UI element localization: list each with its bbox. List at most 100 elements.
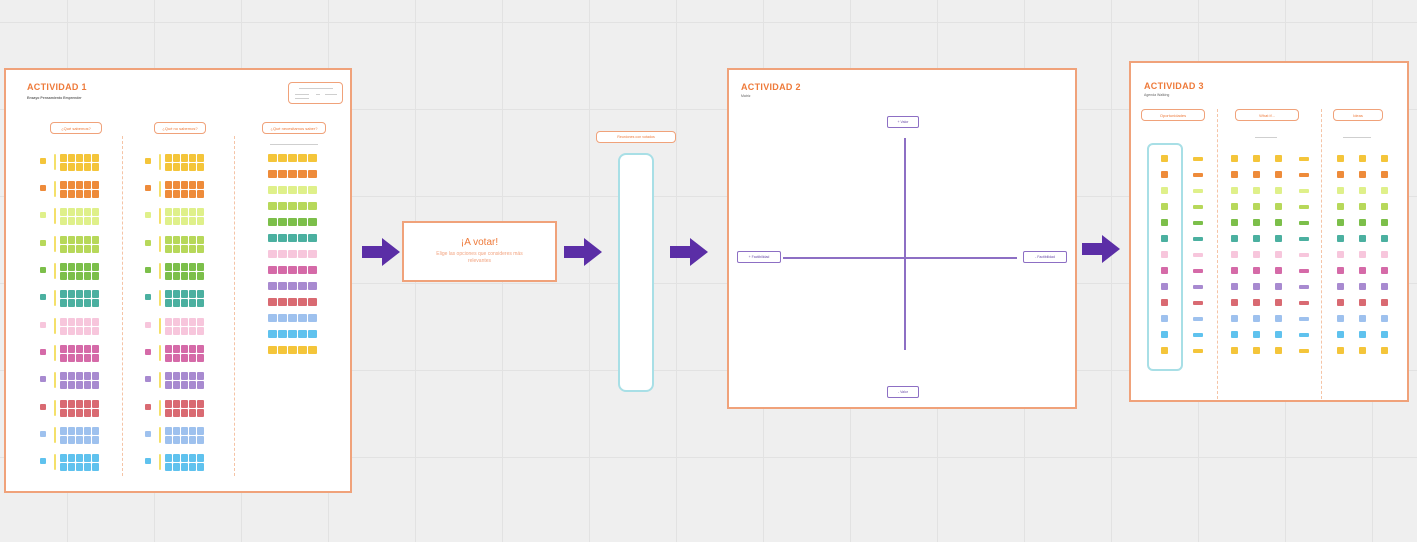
sticky-note[interactable] bbox=[92, 272, 99, 280]
sticky-note[interactable] bbox=[68, 290, 75, 298]
sticky-note[interactable] bbox=[159, 290, 161, 306]
sticky-note[interactable] bbox=[145, 349, 151, 355]
sticky-note[interactable] bbox=[159, 208, 161, 224]
matrix-label-left[interactable]: + Factibilidad bbox=[737, 251, 781, 263]
sticky-note[interactable] bbox=[197, 327, 204, 335]
sticky-note[interactable] bbox=[1337, 315, 1344, 322]
sticky-note[interactable] bbox=[173, 217, 180, 225]
sticky-note[interactable] bbox=[165, 163, 172, 171]
sticky-note[interactable] bbox=[308, 298, 317, 306]
sticky-note[interactable] bbox=[173, 208, 180, 216]
sticky-note[interactable] bbox=[278, 314, 287, 322]
sticky-note[interactable] bbox=[1337, 299, 1344, 306]
sticky-note[interactable] bbox=[76, 381, 83, 389]
sticky-note[interactable] bbox=[173, 154, 180, 162]
sticky-note[interactable] bbox=[189, 181, 196, 189]
sticky-note[interactable] bbox=[278, 250, 287, 258]
sticky-note[interactable] bbox=[197, 190, 204, 198]
sticky-note[interactable] bbox=[68, 154, 75, 162]
sticky-note[interactable] bbox=[308, 346, 317, 354]
sticky-note[interactable] bbox=[189, 290, 196, 298]
sticky-note[interactable] bbox=[84, 217, 91, 225]
sticky-note[interactable] bbox=[68, 463, 75, 471]
sticky-note[interactable] bbox=[145, 158, 151, 164]
sticky-note[interactable] bbox=[1253, 171, 1260, 178]
sticky-note[interactable] bbox=[173, 463, 180, 471]
sticky-note[interactable] bbox=[76, 400, 83, 408]
sticky-note[interactable] bbox=[298, 154, 307, 162]
sticky-note[interactable] bbox=[288, 154, 297, 162]
sticky-note[interactable] bbox=[189, 454, 196, 462]
sticky-note[interactable] bbox=[76, 354, 83, 362]
sticky-note[interactable] bbox=[1193, 205, 1203, 209]
sticky-note[interactable] bbox=[84, 208, 91, 216]
sticky-note[interactable] bbox=[197, 181, 204, 189]
sticky-note[interactable] bbox=[1381, 219, 1388, 226]
sticky-note[interactable] bbox=[189, 236, 196, 244]
sticky-note[interactable] bbox=[197, 208, 204, 216]
sticky-note[interactable] bbox=[288, 234, 297, 242]
sticky-note[interactable] bbox=[76, 427, 83, 435]
sticky-note[interactable] bbox=[308, 218, 317, 226]
sticky-note[interactable] bbox=[1231, 331, 1238, 338]
sticky-note[interactable] bbox=[268, 170, 277, 178]
sticky-note[interactable] bbox=[76, 409, 83, 417]
sticky-note[interactable] bbox=[197, 236, 204, 244]
sticky-note[interactable] bbox=[68, 190, 75, 198]
sticky-note[interactable] bbox=[92, 327, 99, 335]
activity-3-header-2[interactable]: What if... bbox=[1235, 109, 1299, 121]
sticky-note[interactable] bbox=[84, 190, 91, 198]
sticky-note[interactable] bbox=[1299, 205, 1309, 209]
sticky-note[interactable] bbox=[1337, 155, 1344, 162]
sticky-note[interactable] bbox=[92, 154, 99, 162]
sticky-note[interactable] bbox=[189, 354, 196, 362]
sticky-note[interactable] bbox=[40, 185, 46, 191]
sticky-note[interactable] bbox=[84, 400, 91, 408]
sticky-note[interactable] bbox=[40, 404, 46, 410]
sticky-note[interactable] bbox=[54, 181, 56, 197]
sticky-note[interactable] bbox=[1381, 267, 1388, 274]
sticky-note[interactable] bbox=[288, 330, 297, 338]
sticky-note[interactable] bbox=[1337, 283, 1344, 290]
sticky-note[interactable] bbox=[1253, 235, 1260, 242]
sticky-note[interactable] bbox=[145, 404, 151, 410]
sticky-note[interactable] bbox=[54, 372, 56, 388]
sticky-note[interactable] bbox=[60, 463, 67, 471]
sticky-note[interactable] bbox=[40, 240, 46, 246]
sticky-note[interactable] bbox=[1275, 267, 1282, 274]
sticky-note[interactable] bbox=[165, 299, 172, 307]
sticky-note[interactable] bbox=[165, 400, 172, 408]
sticky-note[interactable] bbox=[60, 427, 67, 435]
sticky-note[interactable] bbox=[1231, 203, 1238, 210]
sticky-note[interactable] bbox=[268, 298, 277, 306]
sticky-note[interactable] bbox=[84, 409, 91, 417]
sticky-note[interactable] bbox=[298, 330, 307, 338]
sticky-note[interactable] bbox=[181, 217, 188, 225]
sticky-note[interactable] bbox=[181, 272, 188, 280]
sticky-note[interactable] bbox=[288, 250, 297, 258]
sticky-note[interactable] bbox=[165, 409, 172, 417]
sticky-note[interactable] bbox=[92, 290, 99, 298]
sticky-note[interactable] bbox=[1359, 171, 1366, 178]
sticky-note[interactable] bbox=[92, 372, 99, 380]
sticky-note[interactable] bbox=[92, 427, 99, 435]
sticky-note[interactable] bbox=[92, 163, 99, 171]
sticky-note[interactable] bbox=[1161, 219, 1168, 226]
sticky-note[interactable] bbox=[145, 431, 151, 437]
sticky-note[interactable] bbox=[1337, 267, 1344, 274]
sticky-note[interactable] bbox=[197, 463, 204, 471]
sticky-note[interactable] bbox=[76, 208, 83, 216]
sticky-note[interactable] bbox=[68, 245, 75, 253]
sticky-note[interactable] bbox=[288, 266, 297, 274]
sticky-note[interactable] bbox=[181, 427, 188, 435]
sticky-note[interactable] bbox=[173, 354, 180, 362]
matrix-label-right[interactable]: - Factibilidad bbox=[1023, 251, 1067, 263]
sticky-note[interactable] bbox=[145, 240, 151, 246]
sticky-note[interactable] bbox=[84, 427, 91, 435]
sticky-note[interactable] bbox=[1381, 315, 1388, 322]
sticky-note[interactable] bbox=[1299, 349, 1309, 353]
sticky-note[interactable] bbox=[1193, 173, 1203, 177]
sticky-note[interactable] bbox=[60, 236, 67, 244]
sticky-note[interactable] bbox=[173, 436, 180, 444]
sticky-note[interactable] bbox=[181, 354, 188, 362]
